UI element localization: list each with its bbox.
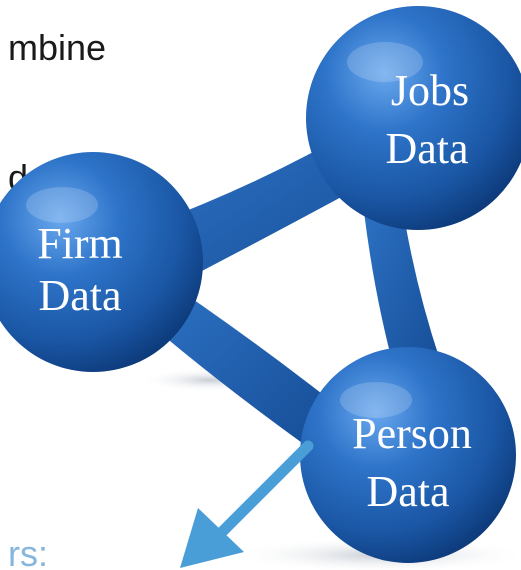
node-person: Person Data [300,347,516,563]
connector-firm-person [145,270,330,445]
node-person-sphere [300,347,516,563]
node-jobs-label-line2: Data [385,124,468,173]
node-person-label-line2: Data [366,467,449,516]
node-firm-highlight [26,187,98,223]
node-jobs-label-line1: Jobs [391,66,469,115]
node-firm-label-line1: Firm [37,219,123,268]
background-text-line-3: rs: [8,533,48,570]
connector-jobs-person [360,175,440,372]
node-jobs-sphere [306,6,521,230]
arrow-down-left-icon [180,440,314,568]
node-person-highlight [340,382,412,418]
node-firm-sphere [0,152,203,372]
node-person-label-line1: Person [352,409,472,458]
node-firm-label-line2: Data [38,271,121,320]
node-firm: Firm Data [0,152,203,372]
node-jobs-highlight [347,42,423,82]
background-text-line-1: mbine [8,27,107,68]
node-jobs: Jobs Data [306,6,521,230]
